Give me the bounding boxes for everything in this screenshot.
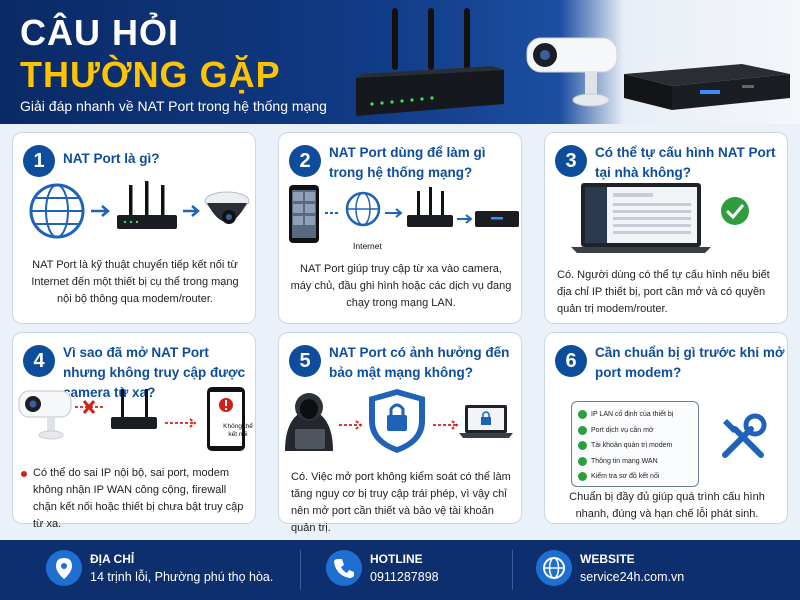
checklist-item: Tài khoản quản trị modem [578, 438, 692, 454]
bullet-camera-icon [18, 390, 72, 440]
hotline-label: HOTLINE [370, 552, 423, 566]
phone-icon [289, 185, 319, 243]
faq-card-1: 1 NAT Port là gì? NAT Port là kỹ thuật c… [12, 132, 256, 324]
card-2-illustration [289, 185, 519, 243]
router-icon [117, 181, 177, 229]
check-icon [578, 425, 587, 435]
phone-icon [207, 387, 245, 451]
address-value: 14 trịnh lỗi, Phường phú thọ hòa. [90, 570, 274, 584]
check-icon [578, 456, 587, 466]
check-icon [578, 441, 587, 451]
bullet-text: Có thể do sai IP nội bộ, sai port, modem… [33, 467, 244, 530]
card-body: Có. Việc mở port không kiểm soát có thể … [291, 471, 511, 534]
faq-card-2: 2 NAT Port dùng để làm gì trong hệ thống… [278, 132, 522, 324]
faq-card-3: 3 Có thể tự cấu hình NAT Port tại nhà kh… [544, 132, 788, 324]
website-value[interactable]: service24h.com.vn [580, 570, 685, 584]
card-4-illustration [18, 387, 245, 451]
router-icon [407, 187, 453, 227]
contact-footer: ĐỊA CHỈ 14 trịnh lỗi, Phường phú thọ hòa… [0, 540, 800, 600]
bullet-camera-icon [526, 37, 618, 107]
faq-card-4: 4 Vì sao đã mở NAT Port nhưng không truy… [12, 332, 256, 530]
footer-website[interactable]: WEBSITE service24h.com.vn [536, 548, 736, 592]
card-number: 5 [289, 345, 321, 377]
website-globe-icon [536, 550, 572, 586]
hotline-icon [326, 550, 362, 586]
dome-camera-icon [204, 191, 250, 224]
bullet-dot-icon [21, 471, 27, 477]
nvr-recorder-icon [475, 211, 519, 227]
card-title: NAT Port có ảnh hưởng đến bảo mật mạng k… [329, 345, 510, 380]
card-number: 2 [289, 145, 321, 177]
faq-card-5: 5 NAT Port có ảnh hưởng đến bảo mật mạng… [278, 332, 522, 534]
card-title: NAT Port là gì? [63, 151, 160, 166]
card-bullets: Có thể do sai IP nội bộ, sai port, modem… [21, 465, 251, 533]
phone-error-text: Không thể kết nối [223, 423, 253, 438]
laptop-icon [571, 183, 711, 253]
card-number: 4 [23, 345, 55, 377]
preparation-checklist: IP LAN cố định của thiết bị Port dịch vụ… [571, 401, 699, 487]
address-label: ĐỊA CHỈ [90, 552, 135, 566]
router-icon [356, 8, 504, 116]
internet-label: Internet [353, 241, 382, 251]
card-body: NAT Port là kỹ thuật chuyển tiếp kết nối… [31, 259, 239, 305]
card-number: 1 [23, 145, 55, 177]
faq-card-6: 6 Cần chuẩn bị gì trước khi mở port mode… [544, 332, 788, 524]
card-body: Có. Người dùng có thể tự cấu hình nếu bi… [557, 269, 770, 315]
card-title: Có thể tự cấu hình NAT Port tại nhà khôn… [595, 145, 776, 180]
website-label: WEBSITE [580, 552, 635, 566]
checklist-item: IP LAN cố định của thiết bị [578, 407, 692, 423]
card-title: Vì sao đã mở NAT Port nhưng không truy c… [63, 345, 246, 400]
page-title-line1: CÂU HỎI [20, 12, 179, 53]
tools-icon [722, 413, 767, 458]
check-icon [578, 410, 587, 420]
footer-hotline[interactable]: HOTLINE 0911287898 [326, 548, 506, 592]
footer-divider [512, 550, 513, 590]
hacker-icon [285, 393, 333, 451]
router-icon [111, 389, 157, 429]
card-title: NAT Port dùng để làm gì trong hệ thống m… [329, 145, 486, 180]
globe-icon [29, 183, 85, 239]
header-banner: CÂU HỎI THƯỜNG GẶP Giải đáp nhanh về NAT… [0, 0, 800, 124]
check-icon [578, 472, 587, 482]
card-body: NAT Port giúp truy cập từ xa vào camera,… [290, 263, 512, 309]
footer-divider [300, 550, 301, 590]
page-subtitle: Giải đáp nhanh về NAT Port trong hệ thốn… [20, 98, 327, 114]
footer-address: ĐỊA CHỈ 14 trịnh lỗi, Phường phú thọ hòa… [46, 548, 286, 592]
card-number: 6 [555, 345, 587, 377]
card-number: 3 [555, 145, 587, 177]
location-icon [46, 550, 82, 586]
laptop-icon [459, 405, 513, 438]
card-1-illustration [29, 181, 250, 239]
checklist-item: Port dịch vụ cần mở [578, 423, 692, 439]
page-title-line2: THƯỜNG GẶP [20, 54, 281, 95]
shield-lock-icon [369, 389, 425, 453]
x-icon [82, 400, 96, 414]
hotline-value[interactable]: 0911287898 [370, 570, 439, 584]
card-title: Cần chuẩn bị gì trước khi mở port modem? [595, 345, 785, 380]
card-3-illustration [571, 183, 749, 253]
card-body: Chuẩn bị đầy đủ giúp quá trình cấu hình … [569, 491, 765, 520]
card-5-illustration [285, 389, 513, 453]
warning-icon [219, 398, 233, 412]
checklist-item: Kiểm tra sơ đồ kết nối [578, 469, 692, 485]
bullet-item: Có thể do sai IP nội bộ, sai port, modem… [21, 465, 251, 533]
globe-icon [345, 191, 381, 227]
checklist-item: Thông tin mạng WAN [578, 454, 692, 470]
check-circle-icon [721, 197, 749, 225]
nvr-recorder-icon [624, 64, 790, 110]
